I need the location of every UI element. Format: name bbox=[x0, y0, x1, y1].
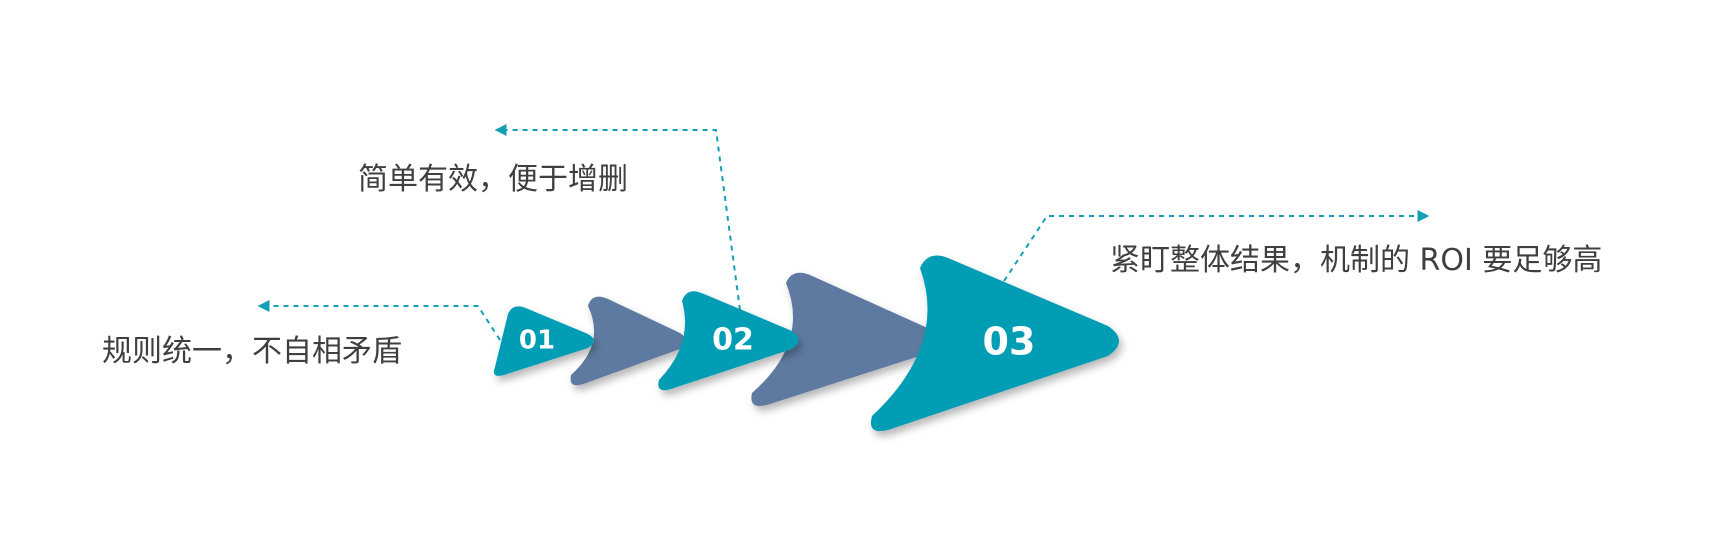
caption-step-1: 规则统一，不自相矛盾 bbox=[102, 334, 402, 369]
chevron-step-1 bbox=[493, 306, 594, 376]
connector-step-2 bbox=[494, 124, 741, 311]
chevron-slate-small bbox=[570, 296, 686, 386]
caption-step-2: 简单有效，便于增删 bbox=[358, 162, 628, 197]
connector-step-1 bbox=[257, 300, 501, 341]
step-number-1: 01 bbox=[519, 326, 555, 356]
chevron-step-3 bbox=[870, 255, 1119, 432]
connector-step-3 bbox=[1003, 210, 1430, 282]
chevron-slate-large bbox=[751, 272, 940, 406]
chevron-step-2 bbox=[658, 291, 799, 391]
step-number-3: 03 bbox=[983, 320, 1036, 364]
step-number-2: 02 bbox=[712, 323, 754, 358]
caption-step-3: 紧盯整体结果，机制的 ROI 要足够高 bbox=[1110, 243, 1603, 278]
